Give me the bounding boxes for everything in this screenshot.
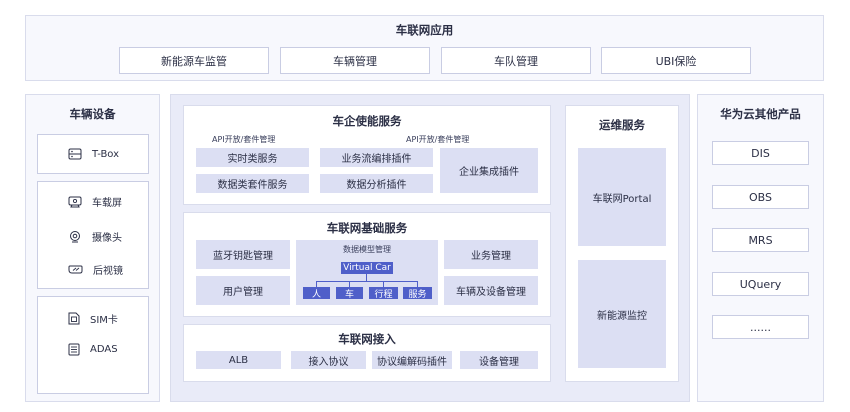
ops-title: 运维服务 — [599, 118, 645, 132]
cloud-obs[interactable]: OBS — [712, 185, 809, 209]
ops-new-energy-monitor[interactable]: 新能源监控 — [578, 260, 666, 368]
business-management[interactable]: 业务管理 — [444, 240, 538, 269]
app-fleet-management[interactable]: 车队管理 — [441, 47, 591, 74]
access-device-management[interactable]: 设备管理 — [460, 351, 538, 369]
node-trip[interactable]: 行程 — [369, 287, 398, 300]
base-services-title: 车联网基础服务 — [326, 221, 408, 235]
in-vehicle-devices-card — [37, 181, 149, 289]
adas-label: ADAS — [90, 344, 118, 355]
realtime-service[interactable]: 实时类服务 — [196, 148, 309, 167]
cloud-products-title: 华为云其他产品 — [720, 107, 801, 121]
bluetooth-key-management[interactable]: 蓝牙钥匙管理 — [196, 240, 290, 269]
tree-leg-1 — [316, 281, 317, 287]
camera-icon — [70, 231, 80, 243]
sim-adas-card — [37, 296, 149, 394]
access-alb[interactable]: ALB — [196, 351, 281, 369]
ops-portal[interactable]: 车联网Portal — [578, 148, 666, 246]
tree-stem — [366, 274, 367, 281]
mirror-label: 后视镜 — [93, 266, 123, 277]
user-management[interactable]: 用户管理 — [196, 276, 290, 305]
screen-icon — [68, 196, 82, 207]
apps-title: 车联网应用 — [395, 23, 454, 37]
camera-label: 摄像头 — [92, 233, 122, 244]
rearview-mirror-icon — [68, 265, 83, 274]
tbox-card[interactable] — [37, 134, 149, 174]
data-kit-service[interactable]: 数据类套件服务 — [196, 174, 309, 193]
cloud-more[interactable]: ...... — [712, 315, 809, 339]
api-label-right: API开放/套件管理 — [406, 135, 470, 144]
tree-leg-4 — [417, 281, 418, 287]
screen-row[interactable]: 车载屏 — [68, 194, 122, 209]
tree-leg-3 — [383, 281, 384, 287]
camera-row[interactable]: 摄像头 — [68, 229, 122, 244]
tbox-icon — [68, 148, 82, 160]
app-new-energy-supervision[interactable]: 新能源车监管 — [119, 47, 269, 74]
node-vehicle[interactable]: 车 — [336, 287, 363, 300]
access-title: 车联网接入 — [338, 332, 396, 346]
app-ubi-insurance[interactable]: UBI保险 — [601, 47, 751, 74]
access-protocol[interactable]: 接入协议 — [291, 351, 366, 369]
adas-icon — [68, 343, 80, 356]
node-service[interactable]: 服务 — [403, 287, 432, 300]
tree-leg-2 — [349, 281, 350, 287]
cloud-dis[interactable]: DIS — [712, 141, 809, 165]
virtual-car-node[interactable]: Virtual Car — [341, 262, 393, 274]
data-model-title: 数据模型管理 — [343, 245, 391, 254]
sim-card-icon — [68, 312, 80, 325]
cloud-uquery[interactable]: UQuery — [712, 272, 809, 296]
tree-bar — [316, 281, 418, 282]
app-vehicle-management[interactable]: 车辆管理 — [280, 47, 430, 74]
workflow-plugin[interactable]: 业务流编排插件 — [320, 148, 433, 167]
vehicle-devices-title: 车辆设备 — [69, 107, 116, 121]
vehicle-device-management[interactable]: 车辆及设备管理 — [444, 276, 538, 305]
screen-label: 车载屏 — [92, 198, 122, 209]
analysis-plugin[interactable]: 数据分析插件 — [320, 174, 433, 193]
mirror-row[interactable]: 后视镜 — [68, 262, 123, 277]
cloud-mrs[interactable]: MRS — [712, 228, 809, 252]
tbox-row: T-Box — [68, 148, 119, 160]
enablement-title: 车企使能服务 — [332, 114, 402, 128]
sim-label: SIM卡 — [90, 315, 118, 326]
node-person[interactable]: 人 — [303, 287, 330, 300]
sim-row[interactable]: SIM卡 — [68, 311, 118, 326]
tbox-label: T-Box — [92, 148, 120, 160]
enterprise-integration-plugin[interactable]: 企业集成插件 — [440, 148, 538, 193]
api-label-left: API开放/套件管理 — [212, 135, 276, 144]
access-codec-plugin[interactable]: 协议编解码插件 — [372, 351, 452, 369]
adas-row[interactable]: ADAS — [68, 343, 118, 356]
